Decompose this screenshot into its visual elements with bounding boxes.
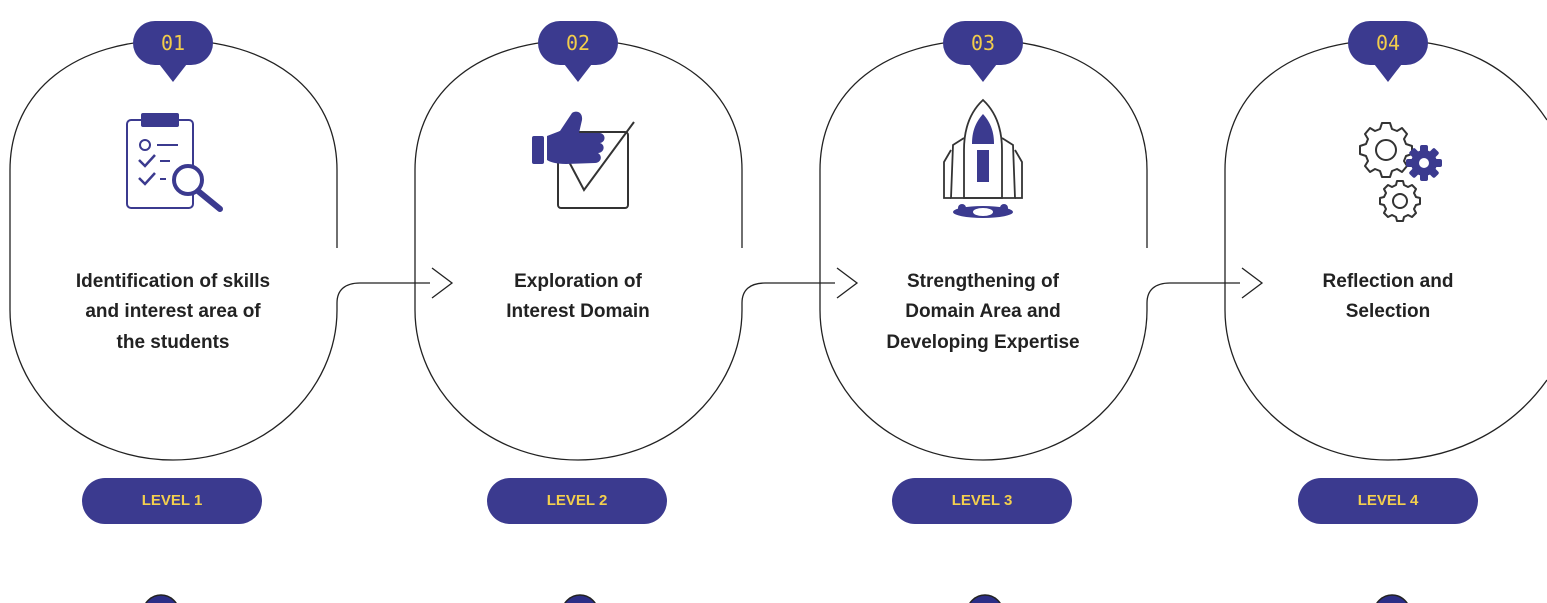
step-3-number: 03: [970, 31, 996, 55]
level-1-badge: LEVEL 1: [82, 478, 262, 524]
step-2-outline: [414, 39, 835, 461]
step-4-number: 04: [1375, 31, 1401, 55]
step-3-arrowhead: [1241, 267, 1264, 299]
space-shuttle-icon: [943, 98, 1023, 218]
step-4-outline: [1224, 39, 1547, 461]
gears-icon: [1359, 122, 1442, 222]
timeline-dot-3: [969, 594, 1001, 603]
step-4-title: Reflection and Selection: [1322, 271, 1454, 323]
step-2-arrowhead: [836, 267, 859, 299]
step-3-outline: [819, 39, 1240, 461]
checklist-magnifier-icon: [126, 113, 223, 212]
step-3-badge: [943, 21, 1023, 82]
step-1-arrowhead: [431, 267, 454, 299]
level-2-badge: LEVEL 2: [487, 478, 667, 524]
step-2-title: Exploration of Interest Domain: [506, 271, 650, 323]
step-4-badge: [1348, 21, 1428, 82]
thumbs-up-check-icon: [532, 111, 635, 209]
step-2-badge: [538, 21, 618, 82]
level-3-badge: LEVEL 3: [892, 478, 1072, 524]
timeline: [145, 594, 1408, 603]
step-1-title: Identification of skills and interest ar…: [75, 271, 271, 353]
timeline-dot-4: [1376, 594, 1408, 603]
step-3-title: Strengthening of Domain Area and Develop…: [886, 271, 1080, 353]
step-1-badge: [133, 21, 213, 82]
step-2-number: 02: [565, 31, 591, 55]
step-1-outline: [9, 39, 430, 461]
timeline-dot-2: [564, 594, 596, 603]
timeline-dot-1: [145, 594, 177, 603]
step-1-number: 01: [160, 31, 186, 55]
level-4-badge: LEVEL 4: [1298, 478, 1478, 524]
